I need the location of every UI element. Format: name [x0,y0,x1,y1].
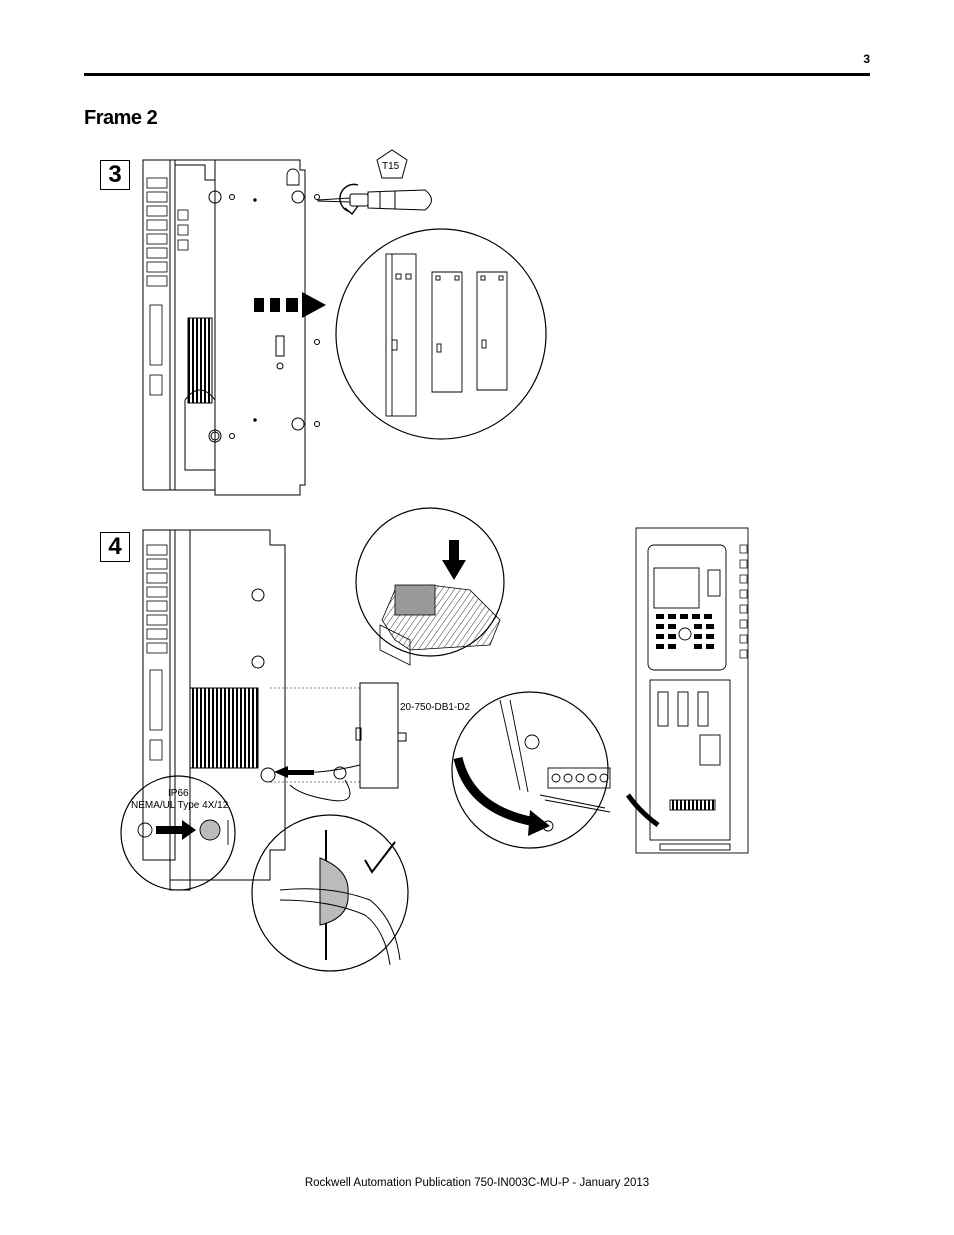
detail-circle [335,228,547,440]
header-rule [84,73,870,76]
plug-insert-arrow [156,820,196,840]
step-3-badge: 3 [100,160,130,190]
page-number: 3 [863,52,870,66]
heatsink-detail [379,584,501,666]
ip-rating-label: IP66 [168,788,189,799]
gasket-detail [385,253,508,417]
grommet-detail-circle [251,814,409,972]
heatsink-detail-circle [355,507,505,657]
hmi-display [653,567,700,609]
step-4-badge: 4 [100,532,130,562]
nema-rating-label: NEMA/UL Type 4X/12 [131,800,229,811]
wiring-curved-arrow [453,756,536,827]
drive-heatsink-step4 [189,687,259,769]
drive-front-view [625,527,749,854]
drive-side-panel [142,159,222,491]
grommet-detail [279,830,401,966]
wiring-detail-circle [451,691,609,849]
screwdriver-tool [317,149,432,216]
cover-plate [208,159,320,496]
tool-size-label: T15 [382,161,400,172]
step-3-illustration [142,149,547,496]
terminal-block-detail [499,699,611,832]
section-title: Frame 2 [84,107,158,129]
step-4-illustration [120,507,749,972]
drive-heatsink [187,317,213,404]
resistor-part-number: 20-750-DB1-D2 [400,702,470,713]
dynamic-brake-resistor [270,682,407,802]
direction-arrow-right [254,292,326,318]
page-footer: Rockwell Automation Publication 750-IN00… [304,1177,650,1189]
front-terminal-strip [669,799,716,811]
plug-detail-circle [120,775,236,891]
